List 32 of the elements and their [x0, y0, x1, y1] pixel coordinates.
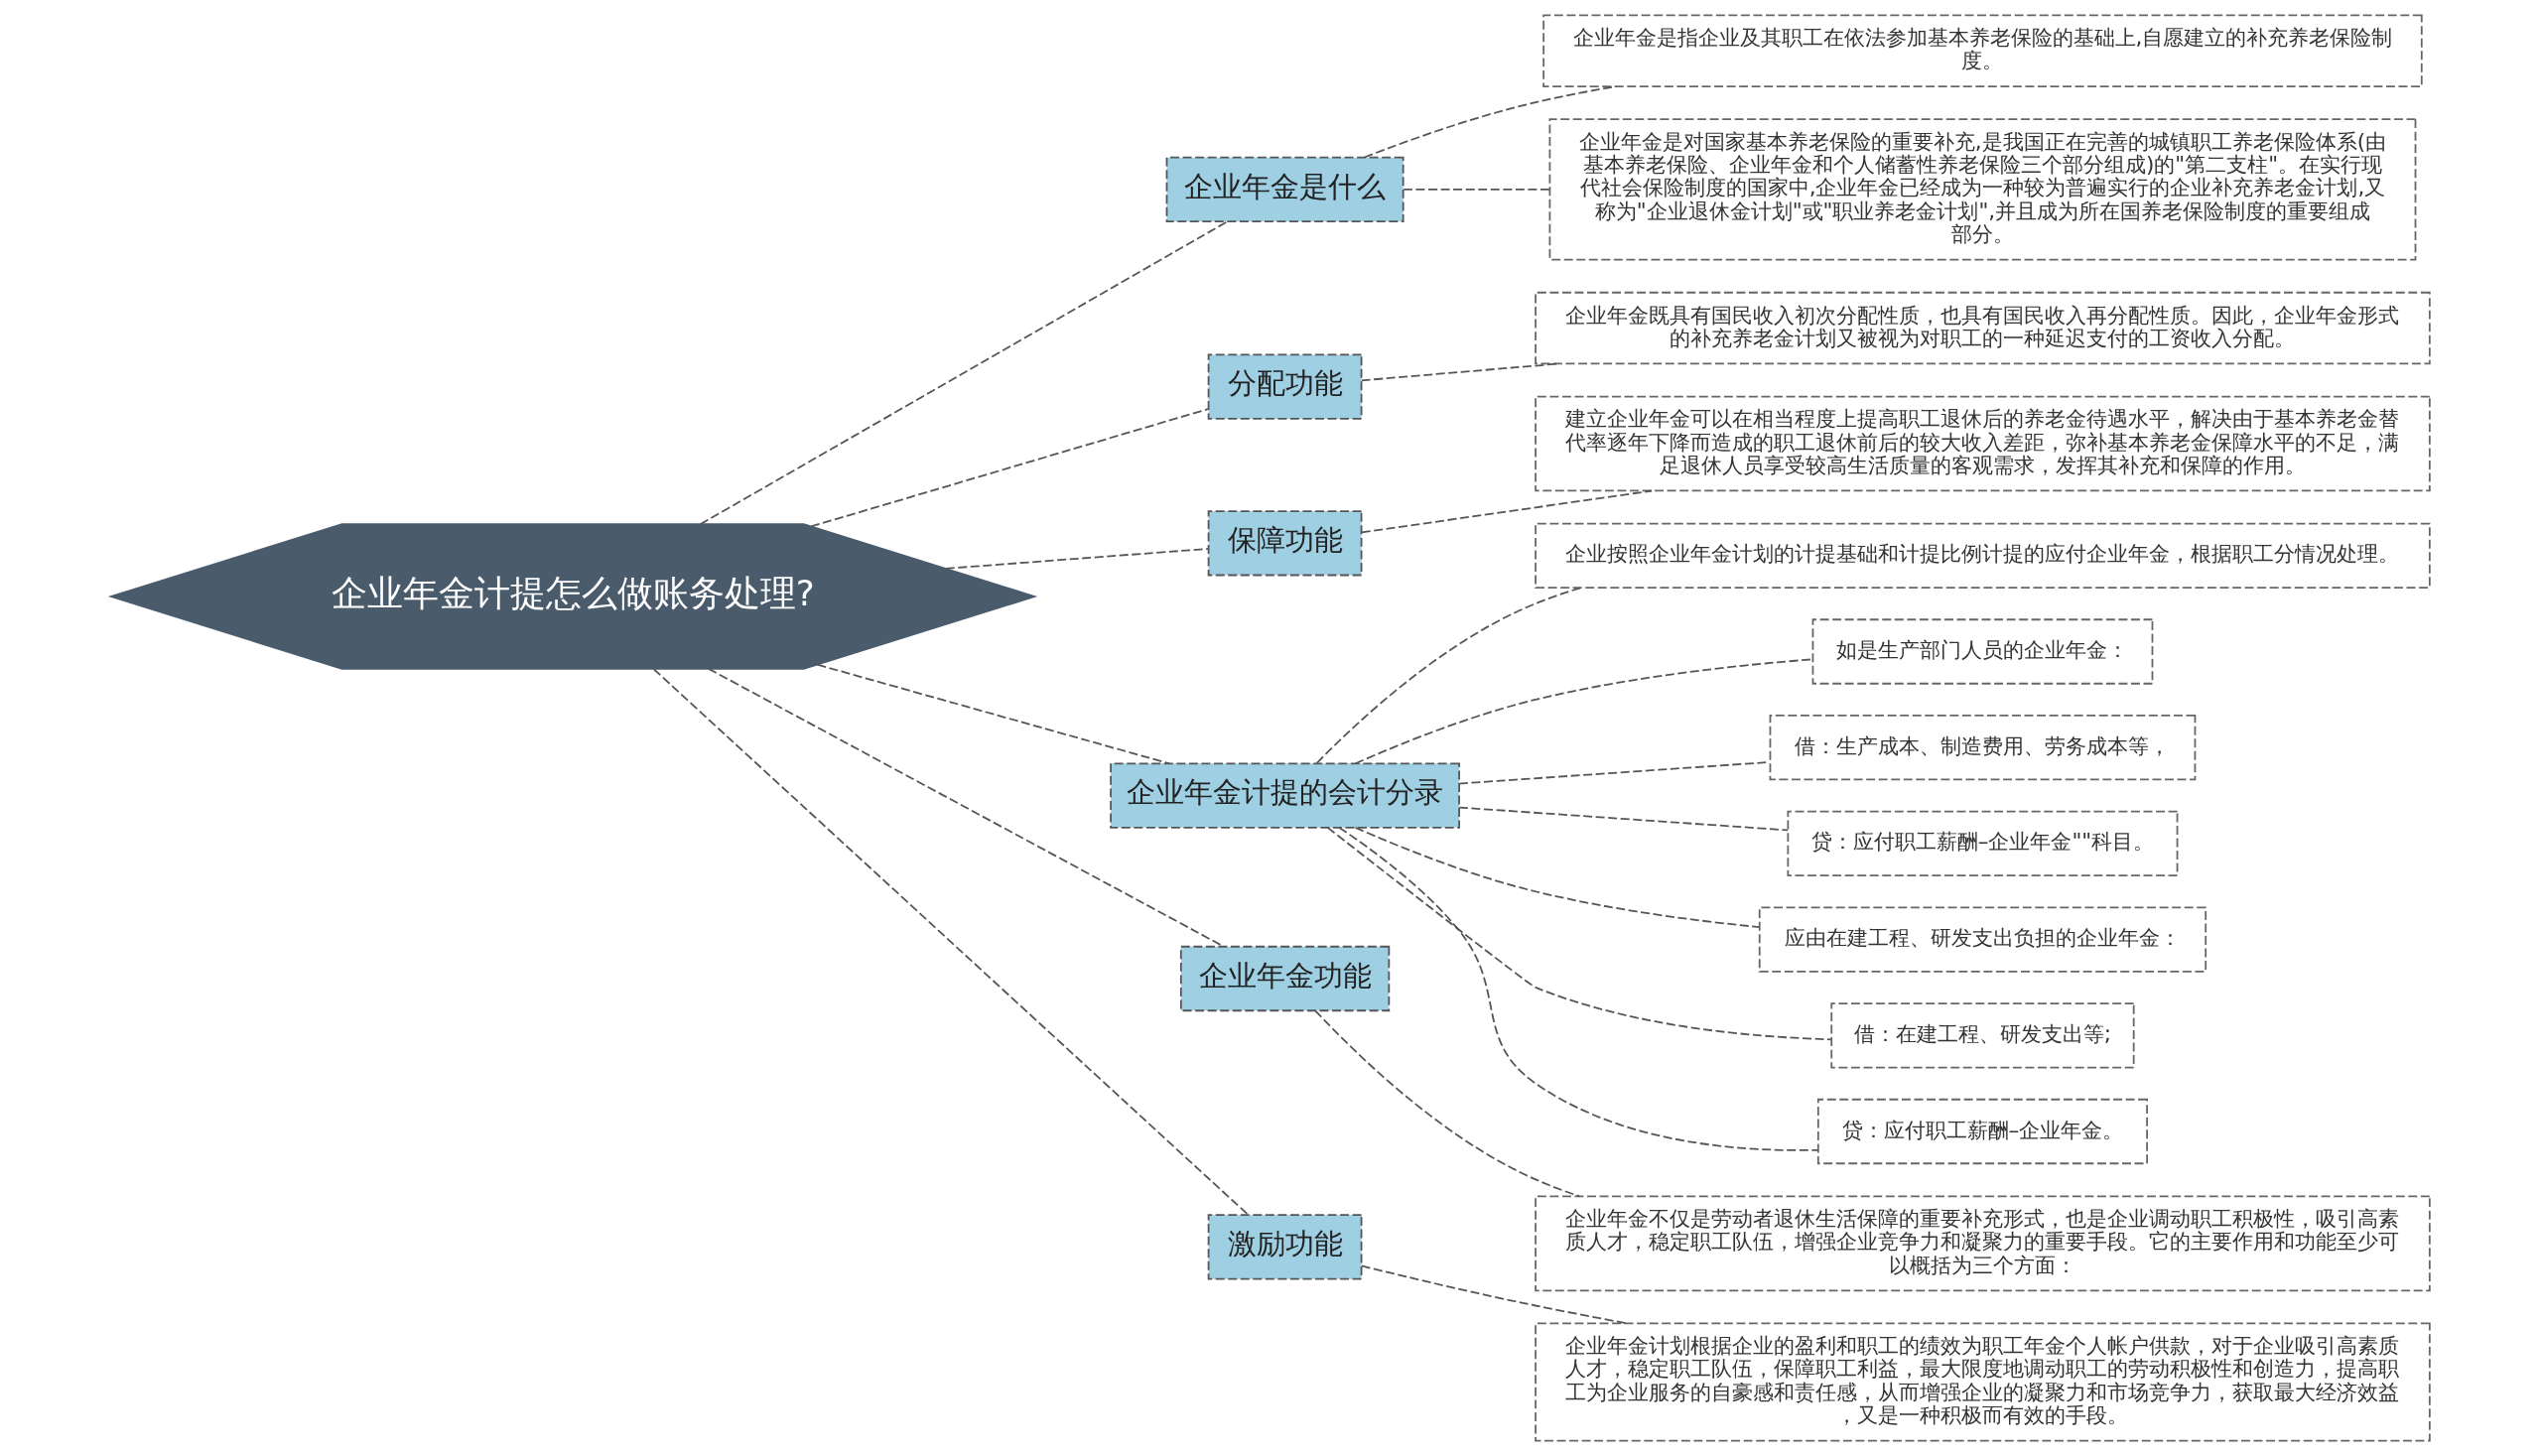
node-box: 借：在建工程、研发支出等; — [1830, 1002, 2135, 1069]
node-box: 企业年金不仅是劳动者退休生活保障的重要补充形式，也是企业调动职工积极性，吸引高素质人才，稳定职工队伍，增强企业竞争力和凝聚力的重要手段。它的主要作用和功能至少可以概括为三个方面： — [1535, 1195, 2431, 1292]
connector — [1354, 826, 1761, 928]
node-box: 企业年金是指企业及其职工在依法参加基本养老保险的基础上,自愿建立的补充养老保险制度。 — [1542, 14, 2423, 87]
connector — [944, 548, 1210, 570]
node-box: 借：生产成本、制造费用、劳务成本等， — [1769, 715, 2197, 781]
node-box: 如是生产部门人员的企业年金： — [1811, 618, 2154, 685]
connector — [1314, 1009, 1580, 1198]
node-box: 建立企业年金可以在相当程度上提高职工退休后的养老金待遇水平，解决由于基本养老金替代率逐年下降而造成的职工退休前后的较大收入差距，弥补基本养老金保障水平的不足，满足退休人员享受较高生活质量的客观需求，发挥其补充和保障的作用。 — [1535, 395, 2431, 492]
node-box: 应由在建工程、研发支出负担的企业年金： — [1758, 906, 2207, 973]
connector — [1338, 827, 1819, 1151]
node-box: 企业年金既具有国民收入初次分配性质，也具有国民收入再分配性质。因此，企业年金形式的补充养老金计划又被视为对职工的一种延迟支付的工资收入分配。 — [1535, 291, 2431, 365]
connector — [816, 663, 1170, 765]
node-box: 企业年金计提的会计分录 — [1110, 762, 1460, 829]
node-box: 分配功能 — [1207, 353, 1363, 420]
node-box: 企业按照企业年金计划的计提基础和计提比例计提的应付企业年金，根据职工分情况处理。 — [1535, 522, 2431, 589]
node-box: 贷：应付职工薪酬–企业年金""科目。 — [1787, 810, 2179, 877]
connector — [1326, 826, 1832, 1041]
node-box: 企业年金是对国家基本养老保险的重要补充,是我国正在完善的城镇职工养老保险体系(由基本养老保险、企业年金和个人储蓄性养老保险三个部分组成)的"第二支柱"。在实行现代社会保险制度的国家中,企业年金已经成为一种较为普遍实行的企业补充养老金计划,又称为"企业退休金计划"或"职业养老金计划",并且成为所在国养老保险制度的重要组成部分。 — [1548, 118, 2417, 261]
node-box: 贷：应付职工薪酬–企业年金。 — [1816, 1098, 2148, 1165]
node-box: 企业年金功能 — [1179, 945, 1391, 1012]
connector — [1315, 587, 1582, 764]
connector — [1458, 806, 1790, 832]
connector — [1361, 489, 1654, 534]
connector — [652, 668, 1250, 1216]
node-box: 保障功能 — [1207, 510, 1363, 577]
node-box: 激励功能 — [1207, 1214, 1363, 1280]
connector — [1403, 189, 1550, 191]
node-box: 企业年金计划根据企业的盈利和职工的绩效为职工年金个人帐户供款，对于企业吸引高素质人才，稳定职工队伍，保障职工利益，最大限度地调动职工的劳动积极性和创造力，提高职工为企业服务的自豪感和责任感，从而增强企业的凝聚力和市场竞争力，获取最大经济效益，又是一种积极而有效的手段。 — [1535, 1322, 2431, 1442]
connector — [699, 220, 1229, 526]
connector — [810, 408, 1209, 528]
node-box: 企业年金是什么 — [1165, 156, 1404, 223]
